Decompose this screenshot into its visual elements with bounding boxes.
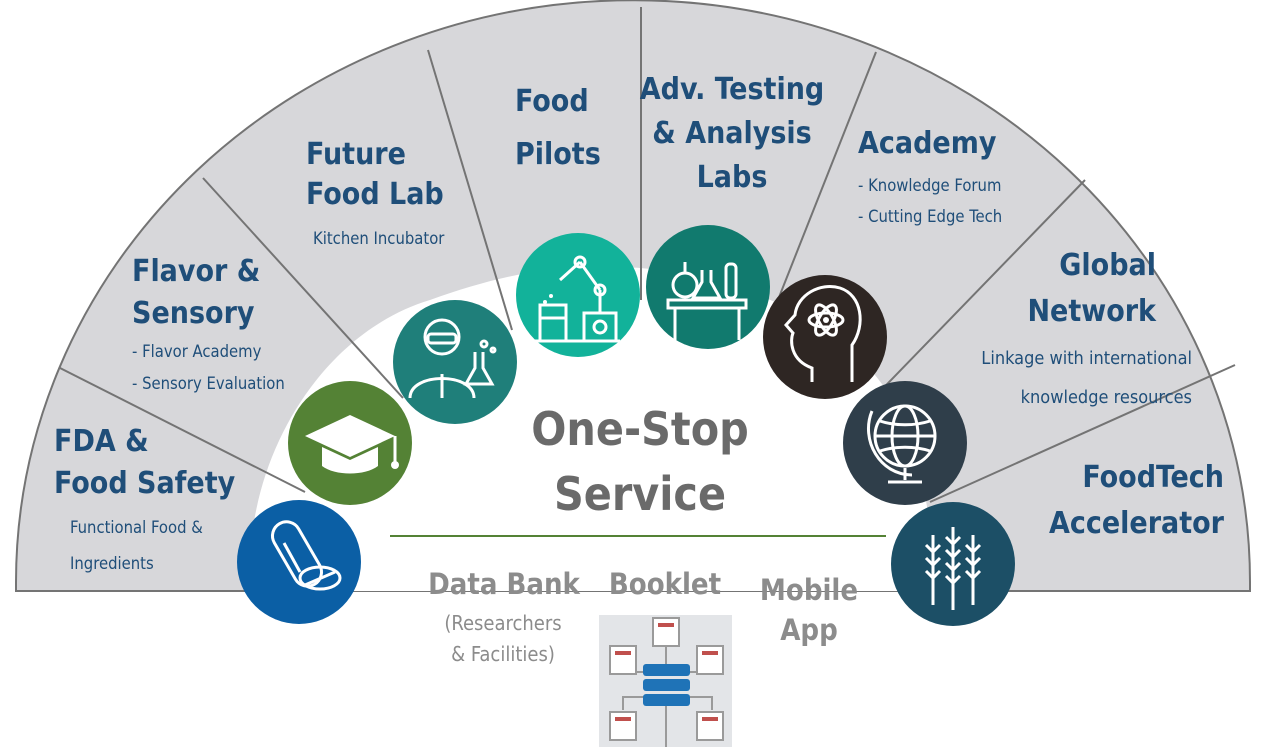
segment-flavor: Flavor & Sensory - Flavor Academy - Sens… [132,254,285,393]
segment-global: Global Network Linkage with internationa… [981,248,1192,408]
databank-subtitle: & Facilities) [451,642,555,666]
segment-title: Food Lab [306,177,444,212]
segment-title: Labs [697,160,768,195]
wheat-icon [891,502,1015,626]
segment-testing: Adv. Testing & Analysis Labs [640,72,825,195]
segment-title: Adv. Testing [640,72,825,107]
segment-subtitle: Ingredients [70,554,154,573]
segment-subtitle: knowledge resources [1021,387,1192,408]
segment-foodtech: FoodTech Accelerator [1049,460,1225,541]
segment-title: Flavor & [132,254,260,289]
segment-title: & Analysis [652,116,811,151]
center-title-line: One-Stop [531,402,749,456]
robot-arm-icon [516,233,640,357]
segment-subtitle: - Knowledge Forum [858,176,1001,195]
center-title-line: Service [554,467,726,521]
segment-title: Sensory [132,296,255,331]
segment-title: Network [1027,294,1157,329]
databank-title: Data Bank [428,567,580,601]
mobile-app-item: Mobile App [760,573,858,647]
scientist-icon [393,300,517,424]
segment-subtitle: - Flavor Academy [132,342,262,361]
segment-title: Future [306,137,406,172]
head-atom-icon [763,275,887,399]
segment-subtitle: Kitchen Incubator [313,229,445,248]
databank-subtitle: (Researchers [444,611,561,635]
segment-subtitle: - Cutting Edge Tech [858,207,1002,226]
mobile-app-title: Mobile [760,573,858,607]
booklet-title: Booklet [609,567,721,601]
pill-icon [237,500,361,624]
segment-future: Future Food Lab Kitchen Incubator [306,137,445,248]
segment-title: FDA & [54,424,149,459]
segment-title: Food Safety [54,466,236,501]
segment-title: Pilots [515,137,601,172]
segment-pilots: Food Pilots [515,84,601,172]
segment-subtitle: Functional Food & [70,518,203,537]
globe-icon [843,381,967,505]
segment-title: Accelerator [1049,506,1225,541]
center-title: One-Stop Service [531,402,749,521]
mobile-app-title: App [780,613,838,647]
segment-subtitle: Linkage with international [981,348,1192,369]
segment-title: Food [515,84,589,119]
segment-subtitle: - Sensory Evaluation [132,374,285,393]
server-network-icon [599,615,732,747]
segment-academy: Academy - Knowledge Forum - Cutting Edge… [858,126,1002,226]
graduation-cap-icon [288,381,412,505]
databank-item: Data Bank (Researchers & Facilities) [428,567,580,666]
booklet-item: Booklet [609,567,721,601]
segment-fda: FDA & Food Safety Functional Food & Ingr… [54,424,236,573]
segment-title: Academy [858,126,997,161]
segment-title: FoodTech [1082,460,1224,495]
segment-title: Global [1059,248,1156,283]
lab-flask-icon [646,225,770,349]
fan-dividers [59,7,1236,503]
